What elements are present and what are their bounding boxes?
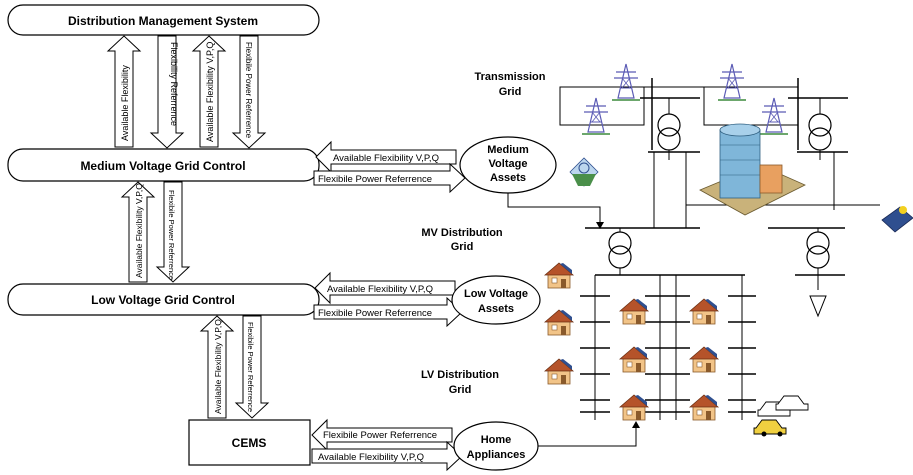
arrow-label: Available Flexibility V,P,Q bbox=[213, 319, 223, 414]
arrow-label: Flexibile Power Referrence bbox=[167, 190, 176, 280]
arrow-label: Available Flexibility V,P,Q bbox=[134, 183, 144, 278]
cems-block: CEMS bbox=[188, 419, 311, 466]
home-appliances-line1: Home bbox=[481, 434, 512, 446]
arrow-mv-lv-available-flexibility-vpq: Available Flexibility V,P,Q bbox=[120, 181, 156, 283]
arrow-dms-mv-flexibile-power-referrence: Flexibile Power Referrence bbox=[231, 35, 267, 149]
arrow-label: Flexibility Referrence bbox=[169, 42, 179, 126]
transmission-grid bbox=[559, 63, 880, 228]
mv-assets-ellipse: Medium Voltage Assets bbox=[459, 136, 557, 194]
arrow-label: Flexibile Power Referrence bbox=[246, 322, 255, 412]
svg-text:Grid: Grid bbox=[499, 86, 522, 98]
solar-house-icon bbox=[689, 394, 719, 421]
home-appliances-connector bbox=[538, 424, 637, 447]
mv-assets-line2: Voltage bbox=[489, 158, 528, 170]
arrow-cems-available-flexibility: Available Flexibility V,P,Q bbox=[311, 440, 463, 472]
lv-assets-line1: Low Voltage bbox=[464, 288, 528, 300]
transformer-icon bbox=[657, 113, 681, 151]
transformer-icon bbox=[806, 231, 830, 269]
houses bbox=[544, 262, 719, 421]
arrow-label: Available Flexibility V,P,Q bbox=[333, 153, 439, 164]
home-appliances-ellipse: Home Appliances bbox=[453, 421, 539, 471]
lv-distribution-grid-label: LV Distribution Grid bbox=[421, 369, 499, 396]
mv-distribution-grid bbox=[585, 227, 845, 318]
mv-grid-control-block: Medium Voltage Grid Control bbox=[7, 148, 320, 182]
solar-house-icon bbox=[689, 298, 719, 325]
solar-house-icon bbox=[689, 346, 719, 373]
mv-assets-connector bbox=[507, 193, 601, 226]
arrow-lv-cems-flexibile-power-referrence: Flexibile Power Referrence bbox=[234, 315, 270, 419]
solar-house-icon bbox=[619, 394, 649, 421]
mv-grid-control-title: Medium Voltage Grid Control bbox=[80, 159, 245, 173]
home-appliances-line2: Appliances bbox=[467, 449, 526, 461]
arrow-label: Flexibile Power Referrence bbox=[318, 174, 432, 185]
svg-text:Grid: Grid bbox=[451, 241, 474, 253]
arrow-label: Available Flexibility bbox=[120, 65, 130, 141]
arrow-lv-available-flexibility: Available Flexibility V,P,Q bbox=[314, 271, 456, 305]
electric-cars-icon bbox=[753, 395, 809, 437]
office-building-icon bbox=[699, 123, 806, 216]
svg-text:Transmission: Transmission bbox=[475, 71, 546, 83]
arrow-label: Flexibile Power Referrence bbox=[318, 308, 432, 319]
mv-distribution-grid-label: MV Distribution Grid bbox=[421, 227, 503, 253]
solar-house-icon bbox=[544, 262, 574, 289]
dms-block: Distribution Management System bbox=[7, 4, 320, 36]
arrow-label: Available Flexibility V,P,Q bbox=[205, 42, 215, 142]
lv-grid-control-title: Low Voltage Grid Control bbox=[91, 293, 235, 307]
transformer-icon bbox=[808, 113, 832, 151]
transmission-tower-icon bbox=[611, 63, 641, 101]
arrow-cems-flexibile-power-referrence: Flexibile Power Referrence bbox=[311, 418, 453, 452]
solar-house-icon bbox=[544, 309, 574, 336]
arrow-mv-available-flexibility: Available Flexibility V,P,Q bbox=[315, 140, 457, 174]
arrow-dms-mv-available-flexibility-vpq: Available Flexibility V,P,Q bbox=[191, 35, 227, 148]
arrow-label: Available Flexibility V,P,Q bbox=[318, 452, 424, 463]
arrow-label: Flexibile Power Referrence bbox=[323, 430, 437, 441]
dms-title: Distribution Management System bbox=[68, 14, 258, 28]
arrow-dms-mv-available-flexibility: Available Flexibility bbox=[106, 35, 142, 148]
transmission-tower-icon bbox=[759, 97, 789, 135]
transmission-tower-icon bbox=[717, 63, 747, 101]
cems-title: CEMS bbox=[232, 436, 267, 450]
solar-house-icon bbox=[619, 298, 649, 325]
arrow-mv-lv-flexibile-power-referrence: Flexibile Power Referrence bbox=[155, 181, 191, 283]
transformer-icon bbox=[608, 231, 632, 269]
arrow-dms-mv-flexibility-referrence: Flexibility Referrence bbox=[149, 35, 185, 149]
arrow-lv-cems-available-flexibility-vpq: Available Flexibility V,P,Q bbox=[199, 315, 235, 419]
transmission-tower-icon bbox=[581, 97, 611, 135]
arrow-lv-flexibile-power-referrence: Flexibile Power Referrence bbox=[313, 296, 463, 328]
arrow-mv-flexibile-power-referrence: Flexibile Power Referrence bbox=[313, 162, 466, 194]
solar-house-icon bbox=[544, 358, 574, 385]
solar-panel-icon bbox=[881, 206, 913, 233]
arrow-label: Available Flexibility V,P,Q bbox=[327, 284, 433, 295]
mv-asset-icon bbox=[569, 157, 599, 187]
arrow-label: Flexibile Power Referrence bbox=[244, 42, 253, 139]
svg-text:MV Distribution: MV Distribution bbox=[421, 227, 503, 239]
lv-assets-line2: Assets bbox=[478, 303, 514, 315]
lv-grid-control-block: Low Voltage Grid Control bbox=[7, 283, 320, 316]
mv-assets-line3: Assets bbox=[490, 172, 526, 184]
svg-text:Grid: Grid bbox=[449, 384, 472, 396]
svg-text:LV Distribution: LV Distribution bbox=[421, 369, 499, 381]
lv-distribution-grid bbox=[580, 275, 756, 420]
transmission-grid-label: Transmission Grid bbox=[475, 71, 546, 98]
mv-assets-line1: Medium bbox=[487, 144, 529, 156]
solar-house-icon bbox=[619, 346, 649, 373]
lv-assets-ellipse: Low Voltage Assets bbox=[451, 275, 541, 325]
